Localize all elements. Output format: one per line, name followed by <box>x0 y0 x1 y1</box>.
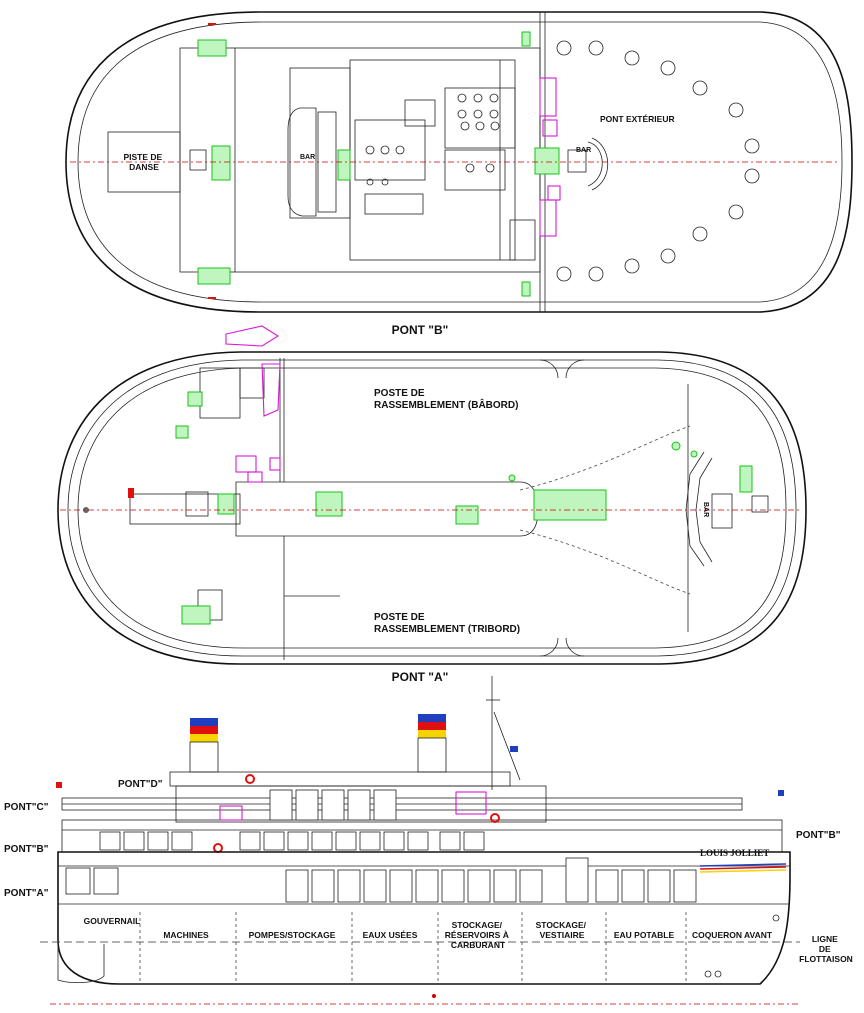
compartment-fuel-line2: RÉSERVOIRS À <box>445 930 509 940</box>
compartment-bulkheads <box>139 912 687 984</box>
deck-b-plan: PISTE DE DANSE BAR PONT EXTÉRIEUR BAR PO… <box>65 11 853 337</box>
compartment-wastewater: EAUX USÉES <box>363 930 418 940</box>
stairs-b-2 <box>197 267 231 285</box>
exterior-bar-counter <box>587 137 609 191</box>
exterior-deck-tables <box>556 40 760 282</box>
waterline-line2: DE <box>819 944 831 954</box>
stairs-b-1 <box>197 39 227 57</box>
funnel-fwd <box>417 714 447 773</box>
compartment-fuel: STOCKAGE/ RÉSERVOIRS À CARBURANT <box>445 920 511 950</box>
exterior-deck-label: PONT EXTÉRIEUR <box>600 114 675 124</box>
compartment-fuel-line3: CARBURANT <box>451 940 506 950</box>
compartment-cloakroom-line2: VESTIAIRE <box>540 930 585 940</box>
dance-floor-label-line2: DANSE <box>129 162 159 172</box>
bar-right-label: BAR <box>576 147 591 154</box>
muster-port-label: POSTE DE RASSEMBLEMENT (BÂBORD) <box>374 388 518 411</box>
bar-left-label: BAR <box>300 154 315 161</box>
dance-floor-label: PISTE DE DANSE <box>123 152 164 172</box>
muster-starboard-line2: RASSEMBLEMENT (TRIBORD) <box>374 624 520 635</box>
stairs-a-6 <box>739 465 753 493</box>
deck-a-title: PONT "A" <box>392 670 449 684</box>
deck-a-hull-outer <box>57 351 807 665</box>
stairs-a-5 <box>181 605 211 625</box>
waterline-line1: LIGNE <box>812 934 838 944</box>
deck-b-right-label: PONT"B" <box>796 830 841 841</box>
deck-d-label: PONT"D" <box>118 779 163 790</box>
muster-starboard-label: POSTE DE RASSEMBLEMENT (TRIBORD) <box>374 612 520 635</box>
compartment-fuel-line1: STOCKAGE/ <box>452 920 503 930</box>
deck-b-hull-inner <box>77 21 843 303</box>
muster-starboard-line1: POSTE DE <box>374 612 425 623</box>
stairs-a-1 <box>533 489 607 521</box>
stairs-a-4 <box>217 493 235 515</box>
muster-port-line1: POSTE DE <box>374 388 425 399</box>
deck-a-left-label: PONT"A" <box>4 888 49 899</box>
compartment-pumps: POMPES/STOCKAGE <box>249 930 336 940</box>
dance-floor-label-line1: PISTE DE <box>123 152 162 162</box>
stairs-a-3 <box>455 505 479 525</box>
deck-a-plan: POSTE DE RASSEMBLEMENT (BÂBORD) POSTE DE… <box>57 325 807 684</box>
compartment-labels: GOUVERNAIL MACHINES POMPES/STOCKAGE EAUX… <box>84 916 773 950</box>
deck-b-title: PONT "B" <box>392 323 449 337</box>
deck-c-label: PONT"C" <box>4 802 49 813</box>
compartment-cloakroom-line1: STOCKAGE/ <box>536 920 587 930</box>
deck-b-left-label: PONT"B" <box>4 844 49 855</box>
upper-windows <box>99 789 485 851</box>
main-hull <box>57 851 791 985</box>
compartment-machines: MACHINES <box>163 930 209 940</box>
hull-windows <box>65 857 697 903</box>
ship-profile: PONT"D" PONT"C" PONT"B" PONT"A" PONT"B" … <box>4 676 853 1005</box>
waterline-line3: FLOTTAISON <box>799 954 853 964</box>
stairs-b-5 <box>534 147 560 175</box>
funnel-aft <box>189 718 219 773</box>
deck-b-hull-outer <box>65 11 853 313</box>
waterline-label: LIGNE DE FLOTTAISON <box>799 934 853 964</box>
muster-port-line2: RASSEMBLEMENT (BÂBORD) <box>374 398 518 411</box>
compartment-drinking-water: EAU POTABLE <box>614 930 675 940</box>
compartment-forepeak: COQUERON AVANT <box>692 930 773 940</box>
ship-name: LOUIS JOLLIET <box>700 848 769 858</box>
compartment-cloakroom: STOCKAGE/ VESTIAIRE <box>536 920 589 940</box>
stairs-a-2 <box>315 491 343 517</box>
lifeboat-outline <box>225 325 280 347</box>
compartment-rudder: GOUVERNAIL <box>84 916 141 926</box>
deck-a-bar-label: BAR <box>702 502 709 517</box>
stairs-b-3 <box>211 145 231 181</box>
stairs-b-4 <box>337 149 351 181</box>
toilets <box>365 93 500 186</box>
